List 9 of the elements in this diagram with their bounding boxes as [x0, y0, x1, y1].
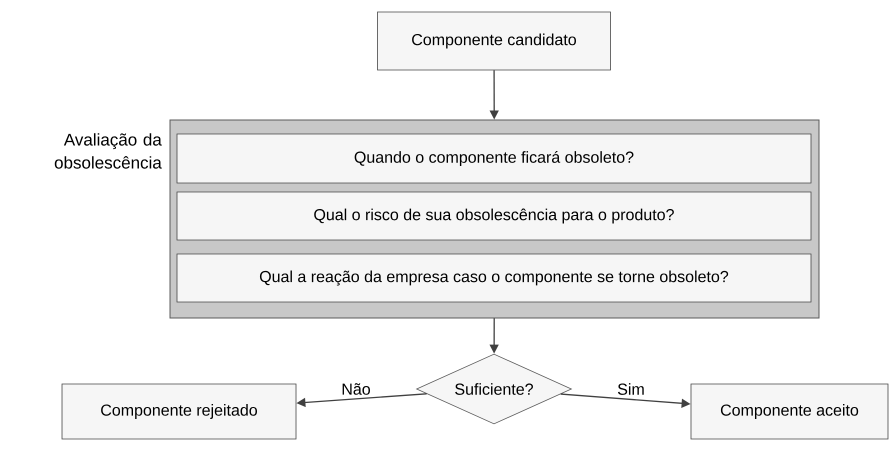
node-label: Avaliação da obsolescência — [54, 133, 162, 169]
process-box: Quando o componente ficará obsoleto? — [176, 134, 812, 184]
process-box: Componente aceito — [690, 384, 888, 440]
process-box: Qual o risco de sua obsolescência para o produto? — [176, 192, 812, 240]
edge-label: Não — [340, 382, 372, 396]
process-box: Componente rejeitado — [62, 384, 296, 440]
process-box: Qual a reação da empresa caso o componente se torne obsoleto? — [176, 254, 812, 302]
edge-label: Sim — [616, 382, 646, 396]
process-box: Componente candidato — [377, 12, 611, 70]
